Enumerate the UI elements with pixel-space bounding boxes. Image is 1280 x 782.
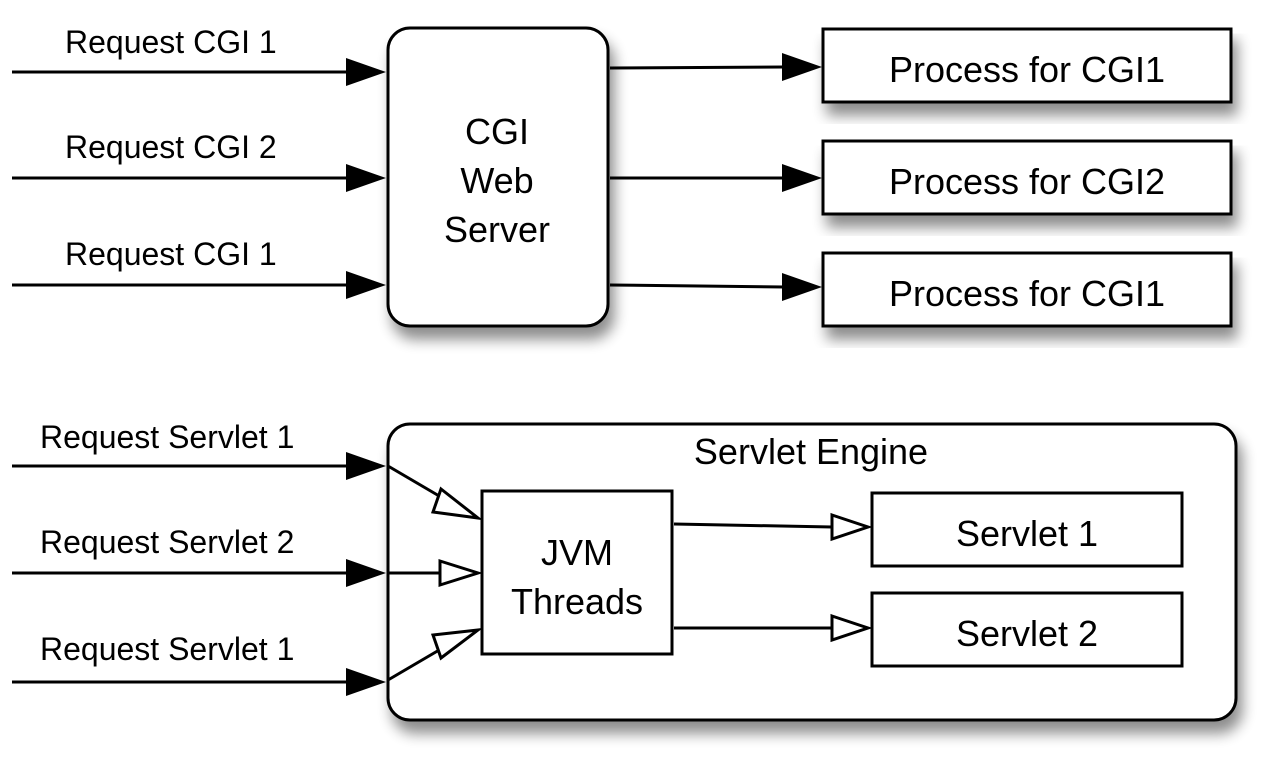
cgi-process-box	[821, 139, 1233, 216]
jvm-threads-label: JVM	[541, 532, 613, 573]
cgi-process-arrow	[610, 164, 822, 192]
cgi-web-server-box	[386, 26, 610, 328]
cgi-request-arrow	[12, 271, 386, 299]
cgi-section: Request CGI 1 Request CGI 2 Request CGI …	[12, 24, 1233, 328]
servlet-box	[870, 591, 1184, 668]
servlet-request-arrow	[12, 452, 386, 480]
jvm-input-arrow	[387, 464, 484, 521]
cgi-process-box	[821, 251, 1233, 328]
jvm-threads-label: Threads	[511, 581, 643, 622]
servlet-request-label: Request Servlet 1	[40, 631, 294, 667]
servlet-label: Servlet 1	[956, 513, 1098, 554]
cgi-request-label: Request CGI 2	[65, 129, 277, 165]
servlet-request-label: Request Servlet 2	[40, 524, 294, 560]
servlet-dispatch-arrow	[673, 512, 873, 542]
servlet-dispatch-arrow	[674, 613, 873, 643]
servlet-request-label: Request Servlet 1	[40, 419, 294, 455]
servlet-box	[870, 491, 1184, 568]
servlet-request-arrow	[12, 559, 386, 587]
cgi-server-label: Server	[444, 209, 550, 250]
cgi-process-label: Process for CGI2	[889, 161, 1165, 202]
servlet-request-arrow	[12, 668, 386, 696]
servlet-section: Servlet Engine Request Servlet 1 Request…	[12, 419, 1238, 722]
jvm-input-arrow	[387, 627, 484, 682]
cgi-server-label: Web	[460, 160, 533, 201]
cgi-request-arrow	[12, 164, 386, 192]
servlet-label: Servlet 2	[956, 613, 1098, 654]
cgi-process-label: Process for CGI1	[889, 273, 1165, 314]
cgi-process-label: Process for CGI1	[889, 49, 1165, 90]
cgi-server-label: CGI	[465, 111, 529, 152]
jvm-threads-box	[480, 489, 674, 656]
jvm-input-arrow	[388, 558, 483, 588]
cgi-request-label: Request CGI 1	[65, 24, 277, 60]
cgi-process-box	[821, 27, 1233, 104]
servlet-engine-title: Servlet Engine	[694, 431, 928, 472]
cgi-process-arrow	[609, 273, 822, 301]
cgi-process-arrow	[609, 53, 822, 81]
cgi-request-label: Request CGI 1	[65, 236, 277, 272]
cgi-request-arrow	[12, 58, 386, 86]
